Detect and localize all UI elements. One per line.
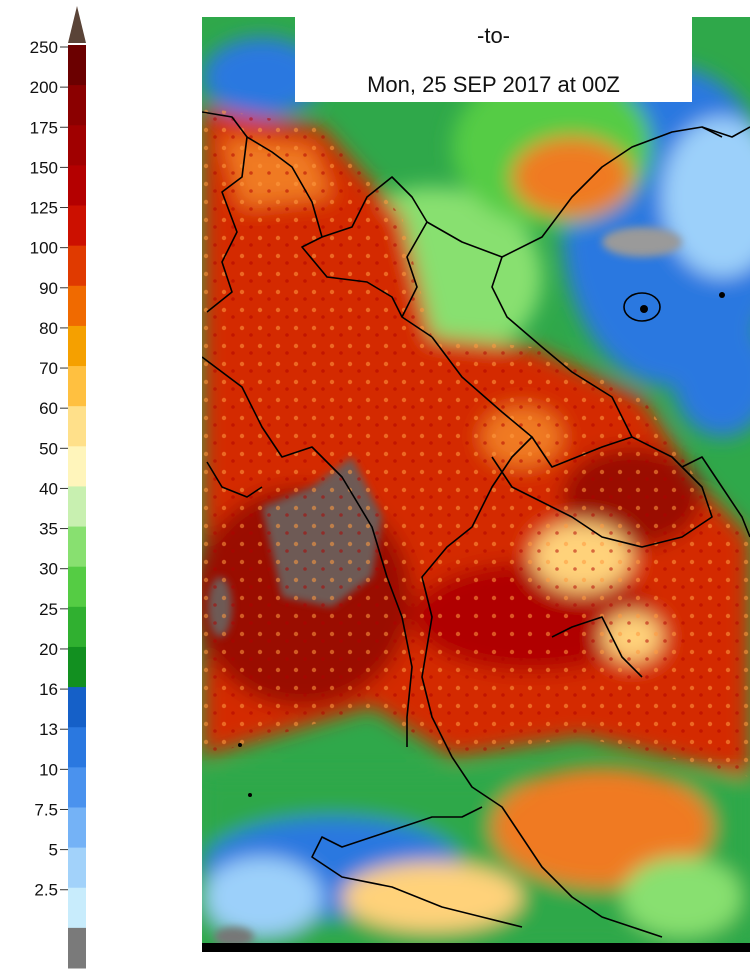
legend-swatch [68, 566, 86, 608]
legend-swatch [68, 285, 86, 327]
legend-label: 250 [30, 38, 58, 57]
legend-swatch [68, 486, 86, 528]
legend-label: 200 [30, 78, 58, 97]
legend-label: 40 [39, 479, 58, 498]
legend-label: 50 [39, 439, 58, 458]
legend-label: 125 [30, 199, 58, 218]
legend-label: 20 [39, 640, 58, 659]
legend-swatch [68, 646, 86, 688]
legend-label: 100 [30, 239, 58, 258]
legend-bar: 250 200 175 150 125 100 90 80 70 60 50 40 35 30 25 20 16… [30, 6, 86, 969]
legend-label: 7.5 [34, 800, 58, 819]
legend-swatch [68, 847, 86, 889]
precipitation-map [202, 17, 750, 947]
legend-swatch [68, 606, 86, 648]
color-legend: 250 200 175 150 125 100 90 80 70 60 50 40 35 30 25 20 16… [0, 0, 110, 973]
title-box: -to- Mon, 25 SEP 2017 at 00Z [295, 17, 692, 102]
map-bottom-border [202, 943, 750, 952]
legend-label: 5 [49, 841, 58, 860]
legend-label: 80 [39, 319, 58, 338]
legend-label: 35 [39, 520, 58, 539]
legend-arrow-icon [68, 6, 86, 43]
legend-swatch [68, 887, 86, 929]
legend-swatch [68, 687, 86, 728]
legend-label: 10 [39, 760, 58, 779]
legend-swatch [68, 807, 86, 849]
legend-swatch [68, 165, 86, 207]
legend-label: 25 [39, 600, 58, 619]
legend-label: 175 [30, 118, 58, 137]
title-date: Mon, 25 SEP 2017 at 00Z [367, 72, 620, 97]
legend-swatch [68, 245, 86, 287]
legend-label: 70 [39, 359, 58, 378]
legend-swatch [68, 125, 86, 166]
legend-swatch [68, 366, 86, 407]
legend-label: 150 [30, 158, 58, 177]
legend-swatch [68, 446, 86, 487]
legend-swatch [68, 767, 86, 808]
legend-swatch [68, 325, 86, 367]
legend-label: 30 [39, 560, 58, 579]
legend-label: 16 [39, 680, 58, 699]
legend-swatch [68, 927, 86, 969]
country-borders [202, 111, 750, 938]
legend-label: 90 [39, 279, 58, 298]
legend-label: 13 [39, 720, 58, 739]
legend-label: 2.5 [34, 881, 58, 900]
legend-swatch [68, 526, 86, 568]
legend-swatch [68, 406, 86, 447]
legend-swatch [68, 45, 86, 86]
legend-swatch [68, 727, 86, 768]
title-to: -to- [477, 23, 510, 48]
legend-swatch [68, 85, 86, 126]
legend-label: 60 [39, 399, 58, 418]
legend-swatch [68, 205, 86, 247]
